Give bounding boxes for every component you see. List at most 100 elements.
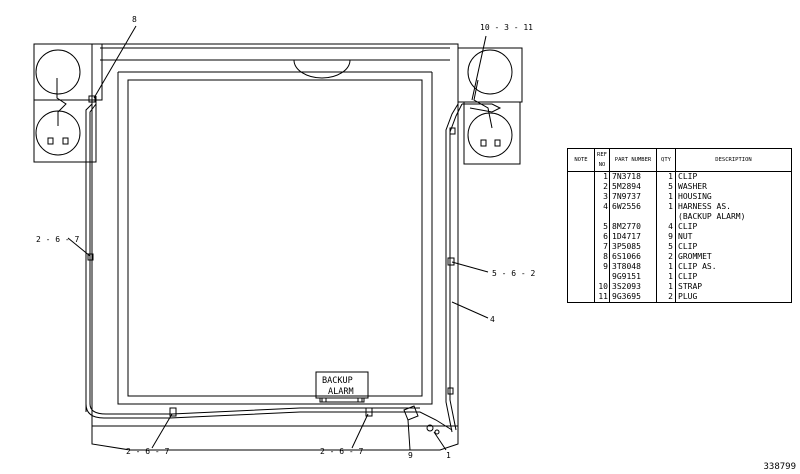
description-cell: CLIP AS.	[675, 262, 792, 272]
part-number-cell: 9G9151	[609, 272, 657, 282]
part-number-cell: 9G3695	[609, 292, 657, 303]
note-cell	[567, 222, 595, 232]
part-number-cell: 1D4717	[609, 232, 657, 242]
drawing-number: 338799	[763, 462, 796, 472]
header-part-number: PART NUMBER	[609, 148, 657, 172]
description-cell: CLIP	[675, 242, 792, 252]
callout-8: 8	[132, 15, 137, 24]
ref-cell: 1	[594, 171, 610, 182]
backup-alarm-box	[315, 371, 369, 399]
ref-cell: 6	[594, 232, 610, 242]
part-number-cell: 7N9737	[609, 192, 657, 202]
qty-cell: 2	[656, 252, 676, 262]
ref-cell: 4	[594, 202, 610, 212]
qty-cell: 1	[656, 171, 676, 182]
part-number-cell: 5M2894	[609, 182, 657, 192]
table-row: (BACKUP ALARM)	[567, 212, 792, 222]
qty-cell: 1	[656, 202, 676, 212]
note-cell	[567, 202, 595, 212]
qty-cell: 1	[656, 262, 676, 272]
ref-cell: 2	[594, 182, 610, 192]
ref-cell: 3	[594, 192, 610, 202]
wiring-harness	[85, 95, 463, 435]
part-number-cell	[609, 212, 657, 222]
description-cell: CLIP	[675, 272, 792, 282]
left-lamp-housing	[33, 43, 103, 163]
part-number-cell: 3S2093	[609, 282, 657, 292]
window-opening	[127, 79, 423, 397]
alarm-label-line-1: BACKUP	[322, 376, 353, 386]
callout-1: 1	[446, 451, 451, 460]
part-number-cell: 6W2556	[609, 202, 657, 212]
header-ref-no: REF NO	[594, 148, 610, 172]
callout-bottom-left-2-6-7: 2 - 6 - 7	[126, 447, 170, 456]
note-cell	[567, 262, 595, 272]
note-cell	[567, 171, 595, 182]
description-cell: PLUG	[675, 292, 792, 303]
ref-cell: 9	[594, 262, 610, 272]
part-number-cell: 6S1066	[609, 252, 657, 262]
callout-10-3-11: 10 - 3 - 11	[480, 23, 533, 32]
callout-bottom-center-2-6-7: 2 - 6 - 7	[320, 447, 364, 456]
part-number-cell: 8M2770	[609, 222, 657, 232]
description-cell: STRAP	[675, 282, 792, 292]
leader-lines	[67, 25, 489, 451]
callout-4: 4	[490, 315, 495, 324]
header-description: DESCRIPTION	[675, 148, 792, 172]
header-qty: QTY	[656, 148, 676, 172]
description-cell: HARNESS AS.	[675, 202, 792, 212]
callout-5-6-2: 5 - 6 - 2	[492, 269, 536, 278]
callout-9: 9	[408, 451, 413, 460]
ref-cell: 7	[594, 242, 610, 252]
description-cell: GROMMET	[675, 252, 792, 262]
note-cell	[567, 292, 595, 303]
top-dome	[293, 59, 351, 79]
header-note: NOTE	[567, 148, 595, 172]
description-cell: (BACKUP ALARM)	[675, 212, 792, 222]
alarm-label-line-2: ALARM	[328, 387, 354, 397]
note-cell	[567, 282, 595, 292]
part-number-cell: 7N3718	[609, 171, 657, 182]
qty-cell: 1	[656, 192, 676, 202]
description-cell: NUT	[675, 232, 792, 242]
qty-cell: 5	[656, 242, 676, 252]
qty-cell	[656, 212, 676, 222]
qty-cell: 2	[656, 292, 676, 303]
description-cell: HOUSING	[675, 192, 792, 202]
qty-cell: 1	[656, 272, 676, 282]
qty-cell: 4	[656, 222, 676, 232]
qty-cell: 5	[656, 182, 676, 192]
note-cell	[567, 192, 595, 202]
parts-table-header: NOTE REF NO PART NUMBER QTY DESCRIPTION	[567, 148, 792, 172]
description-cell: CLIP	[675, 171, 792, 182]
right-lamp-housing	[457, 47, 523, 165]
note-cell	[567, 242, 595, 252]
note-cell	[567, 182, 595, 192]
note-cell	[567, 212, 595, 222]
machine-frame	[91, 43, 459, 451]
ref-cell: 10	[594, 282, 610, 292]
description-cell: CLIP	[675, 222, 792, 232]
note-cell	[567, 252, 595, 262]
ref-cell	[594, 212, 610, 222]
note-cell	[567, 272, 595, 282]
qty-cell: 9	[656, 232, 676, 242]
part-number-cell: 3P5085	[609, 242, 657, 252]
part-number-cell: 3T8048	[609, 262, 657, 272]
qty-cell: 1	[656, 282, 676, 292]
note-cell	[567, 232, 595, 242]
callout-left-2-6-7: 2 - 6 - 7	[36, 235, 80, 244]
